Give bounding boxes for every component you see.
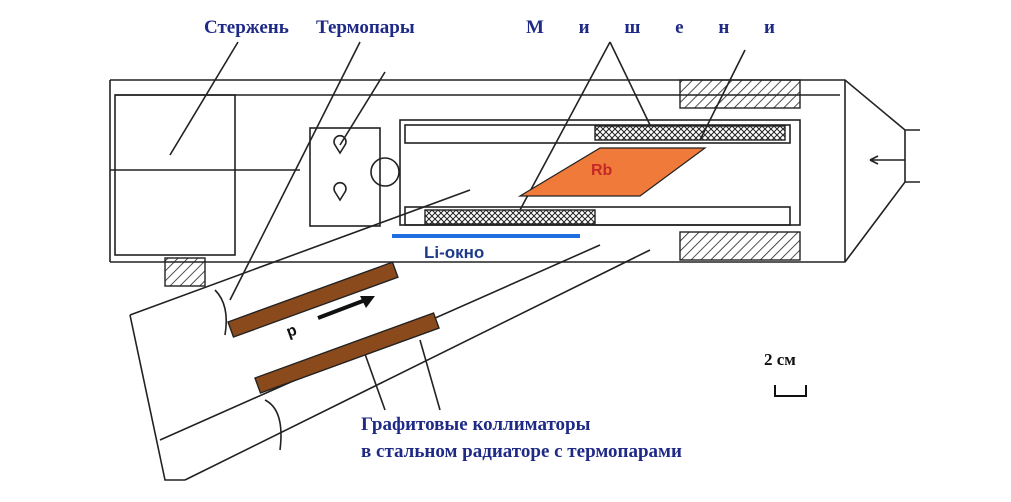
leader-thermocouple-2 xyxy=(339,71,386,146)
beam-arrow xyxy=(317,296,375,320)
left-block xyxy=(114,94,236,256)
flow-arrow xyxy=(869,155,905,165)
leader-collimator-2 xyxy=(419,339,441,411)
rb-target xyxy=(517,147,707,197)
channel-ring-lower xyxy=(264,399,282,451)
channel-hatch-left xyxy=(164,257,206,287)
clamp-slot-bottom xyxy=(333,181,347,202)
clamp-ring xyxy=(370,157,400,187)
channel-upper-wall xyxy=(129,189,471,316)
scale-bar xyxy=(774,385,807,397)
target-tube-bottom xyxy=(404,206,791,226)
leader-target-1 xyxy=(519,41,611,211)
label-targets: М и ш е н и xyxy=(526,17,790,38)
label-rb: Rb xyxy=(591,162,613,179)
scale-bar-label: 2 см xyxy=(764,350,796,369)
label-li-window: Li-окно xyxy=(424,243,485,262)
flange-bottom xyxy=(679,231,801,261)
label-collimators-line1: Графитовые коллиматоры xyxy=(361,414,591,435)
channel-end xyxy=(129,314,185,481)
channel-lower-wall xyxy=(184,249,651,481)
target-foil-top xyxy=(594,125,786,141)
leader-rod xyxy=(169,41,239,156)
clamp-slot-top xyxy=(333,134,347,155)
collimator-upper xyxy=(227,261,399,338)
leader-target-2 xyxy=(609,41,651,126)
label-collimators-line2: в стальном радиаторе с термопарами xyxy=(361,441,682,462)
housing-outer-top xyxy=(110,79,920,131)
label-thermocouples: Термопары xyxy=(316,17,415,38)
target-foil-bottom xyxy=(424,209,596,225)
clamp-plate xyxy=(309,127,381,227)
channel-ring-upper xyxy=(214,289,228,336)
nozzle xyxy=(844,80,906,262)
target-tube-top xyxy=(404,124,791,144)
leader-thermocouple-1 xyxy=(229,41,361,301)
flange-top xyxy=(679,79,801,109)
collimator-lower xyxy=(254,312,440,394)
label-rod: Стержень xyxy=(204,17,289,38)
